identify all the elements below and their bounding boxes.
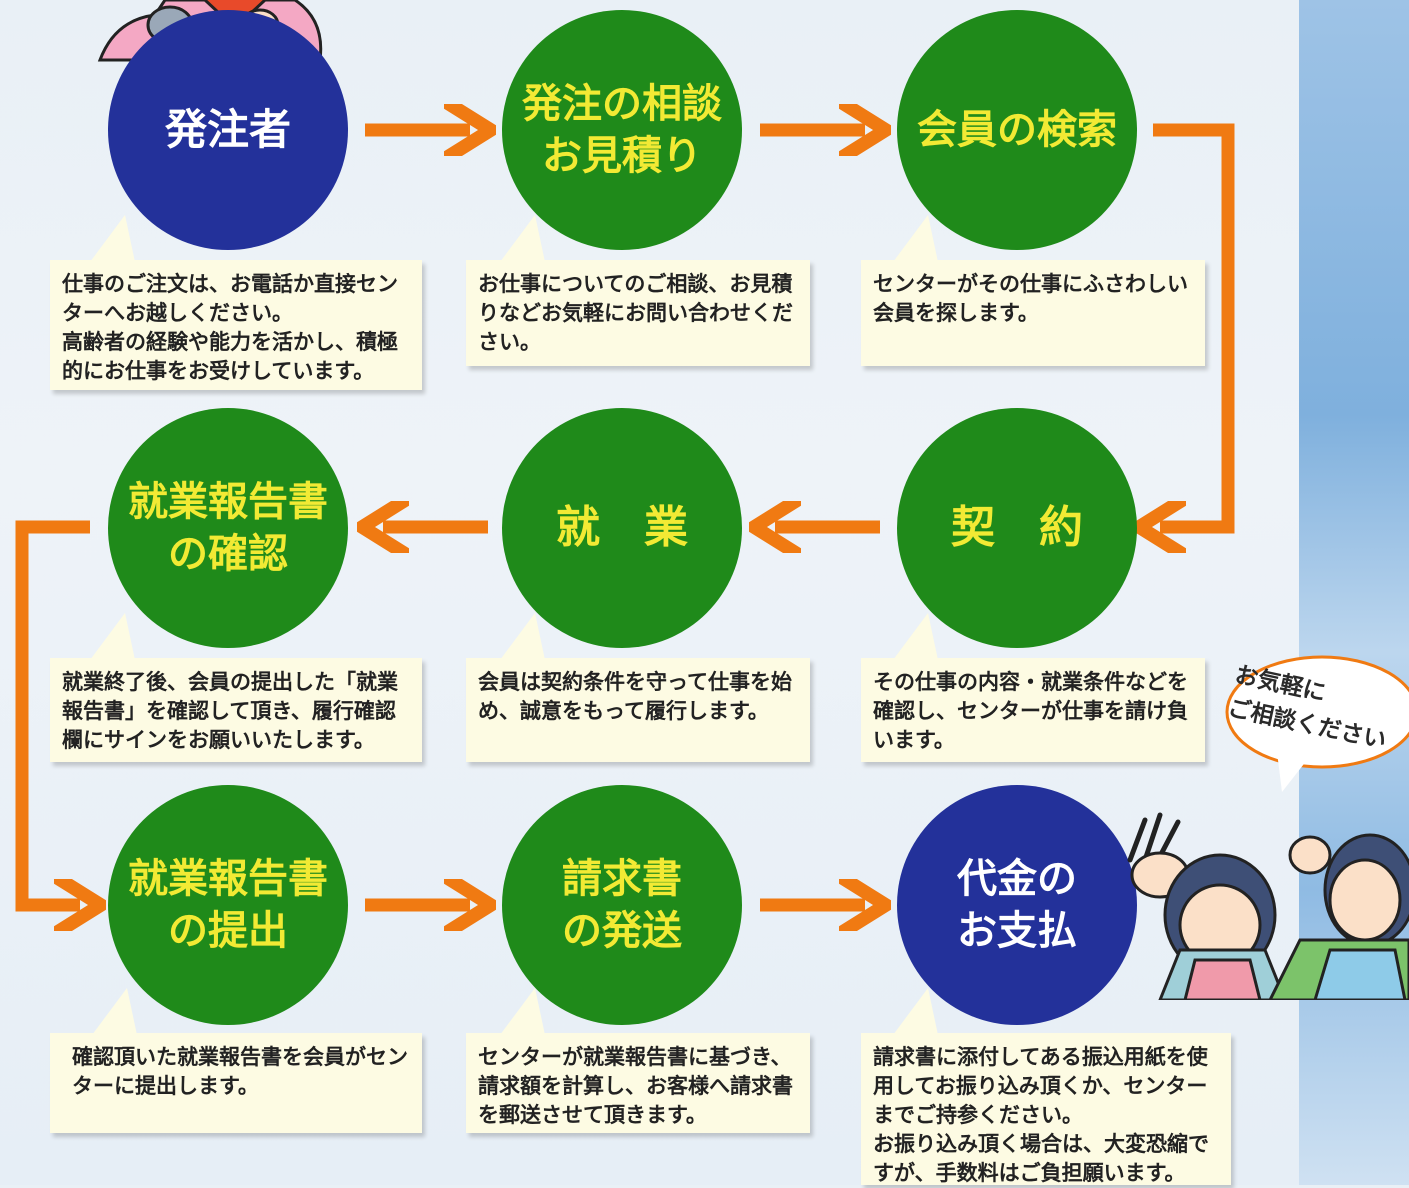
step-search-label: 会員の検索 (917, 107, 1117, 153)
desc-report-check: 就業終了後、会員の提出した「就業報告書」を確認して頂き、履行確認欄にサインをお願… (50, 658, 422, 762)
step-payment-label: 代金の お支払 (957, 856, 1077, 954)
step-consult: 発注の相談 お見積り (502, 10, 742, 250)
desc-report-submit: 確認頂いた就業報告書を会員がセンターに提出します。 (50, 1033, 422, 1133)
step-contract: 契 約 (897, 408, 1137, 648)
desc-consult: お仕事についてのご相談、お見積りなどお気軽にお問い合わせください。 (466, 260, 810, 366)
desc-contract: その仕事の内容・就業条件などを確認し、センターが仕事を請け負います。 (861, 658, 1205, 762)
step-contract-label: 契 約 (951, 502, 1083, 554)
step-report-check: 就業報告書 の確認 (108, 408, 348, 648)
step-work-label: 就 業 (556, 502, 688, 554)
step-orderer: 発注者 (108, 10, 348, 250)
desc-orderer: 仕事のご注文は、お電話か直接センターへお越しください。 高齢者の経験や能力を活か… (50, 260, 422, 390)
step-search: 会員の検索 (897, 10, 1137, 250)
step-orderer-label: 発注者 (164, 104, 291, 154)
desc-payment: 請求書に添付してある振込用紙を使用してお振り込み頂くか、センターまでご持参くださ… (861, 1033, 1231, 1185)
step-report-check-label: 就業報告書 の確認 (128, 479, 328, 577)
arrow-search-contract (1153, 123, 1235, 527)
step-invoice-label: 請求書 の発送 (562, 856, 682, 954)
desc-search: センターがその仕事にふさわしい会員を探します。 (861, 260, 1205, 366)
desc-work: 会員は契約条件を守って仕事を始め、誠意をもって履行します。 (466, 658, 810, 762)
step-payment: 代金の お支払 (897, 785, 1137, 1025)
callout-bubble (1225, 655, 1409, 792)
step-consult-label: 発注の相談 お見積り (522, 81, 722, 179)
step-report-submit-label: 就業報告書 の提出 (128, 856, 328, 954)
arrow-reportcheck-reportsubmit (15, 520, 90, 905)
step-report-submit: 就業報告書 の提出 (108, 785, 348, 1025)
step-work: 就 業 (502, 408, 742, 648)
desc-invoice: センターが就業報告書に基づき、請求額を計算し、お客様へ請求書を郵送させて頂きます… (466, 1033, 810, 1133)
step-invoice: 請求書 の発送 (502, 785, 742, 1025)
workers-illustration (1127, 812, 1409, 1000)
